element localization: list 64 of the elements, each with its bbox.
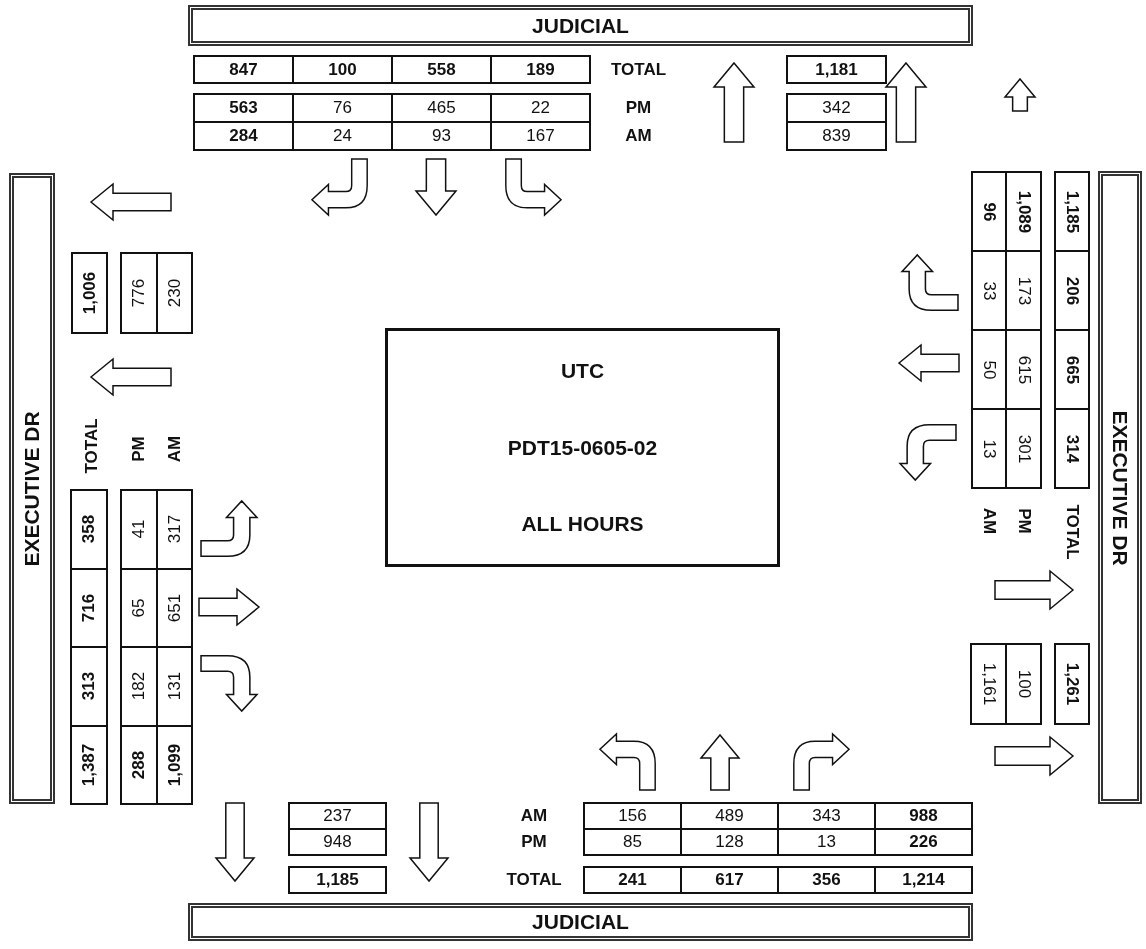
count-cell: 665: [1054, 329, 1090, 410]
count-info: PDT15-0605-02: [507, 435, 658, 460]
count-cell: 314: [1054, 408, 1090, 489]
count-cell: 301: [1005, 408, 1042, 489]
period-label: TOTAL: [505, 869, 563, 891]
count-cell: 776: [120, 252, 158, 334]
count-cell: 356: [777, 866, 876, 894]
count-cell: 288: [120, 724, 158, 805]
count-cell: 189: [490, 55, 591, 84]
count-cell: 716: [70, 567, 108, 648]
count-cell: 1,185: [288, 866, 387, 894]
period-label: TOTAL: [81, 417, 102, 476]
period-label: TOTAL: [609, 58, 668, 81]
period-label: AM: [519, 805, 549, 827]
street-name-band: JUDICIAL: [188, 903, 973, 941]
count-cell: 1,181: [786, 55, 887, 84]
count-cell: 85: [583, 828, 682, 856]
count-cell: 22: [490, 93, 591, 123]
count-info: ALL HOURS: [521, 512, 644, 536]
period-label: PM: [128, 434, 149, 464]
count-cell: 1,006: [71, 252, 108, 334]
count-cell: 948: [288, 828, 387, 856]
street-name-band: JUDICIAL: [188, 5, 973, 46]
period-label: PM: [1013, 507, 1035, 536]
period-label: AM: [624, 125, 653, 147]
count-cell: 988: [874, 802, 973, 830]
period-label: PM: [520, 831, 548, 853]
count-cell: 230: [156, 252, 193, 334]
intersection-box: [385, 328, 780, 567]
count-cell: 1,261: [1054, 643, 1090, 725]
period-label: AM: [979, 506, 1000, 537]
count-cell: 13: [971, 408, 1007, 489]
count-cell: 1,099: [156, 724, 193, 805]
count-cell: 847: [193, 55, 294, 84]
street-name-band: EXECUTIVE DR: [9, 173, 55, 804]
count-cell: 342: [786, 93, 887, 123]
count-cell: 317: [156, 489, 193, 570]
count-cell: 839: [786, 121, 887, 151]
count-cell: 284: [193, 121, 294, 151]
count-cell: 237: [288, 802, 387, 830]
count-cell: 1,387: [70, 724, 108, 805]
count-cell: 1,161: [970, 643, 1007, 725]
count-cell: 156: [583, 802, 682, 830]
count-cell: 206: [1054, 250, 1090, 331]
count-cell: 241: [583, 866, 682, 894]
count-cell: 96: [971, 171, 1007, 252]
intersection-name: UTC: [560, 359, 605, 383]
count-cell: 563: [193, 93, 294, 123]
count-cell: 558: [391, 55, 492, 84]
count-cell: 313: [70, 646, 108, 727]
count-cell: 100: [292, 55, 393, 84]
count-cell: 41: [120, 489, 158, 570]
count-cell: 1,185: [1054, 171, 1090, 252]
count-cell: 100: [1005, 643, 1042, 725]
period-label: PM: [624, 97, 653, 119]
period-label: AM: [163, 434, 185, 464]
count-cell: 1,089: [1005, 171, 1042, 252]
count-cell: 358: [70, 489, 108, 570]
count-cell: 617: [680, 866, 779, 894]
street-name-band: EXECUTIVE DR: [1098, 171, 1142, 804]
period-label: TOTAL: [1062, 502, 1083, 562]
count-cell: 167: [490, 121, 591, 151]
count-cell: 226: [874, 828, 973, 856]
count-cell: 1,214: [874, 866, 973, 894]
